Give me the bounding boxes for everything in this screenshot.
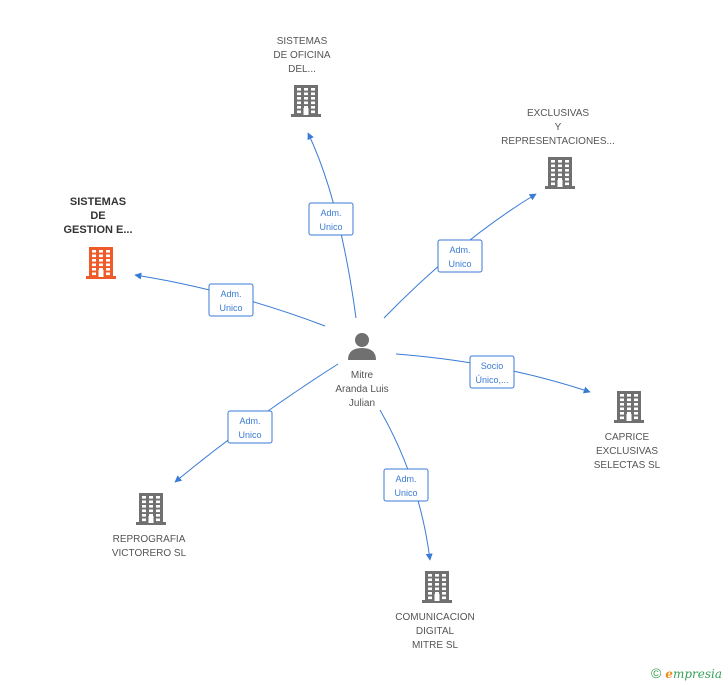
edge-oficina: Adm.Unico xyxy=(307,132,357,319)
edge-label-reprografia[interactable]: Adm.Unico xyxy=(227,410,273,444)
edge-label-comunicacion[interactable]: Adm.Unico xyxy=(383,468,429,502)
edge-label-box xyxy=(437,239,483,273)
edge-label-box xyxy=(469,355,515,389)
edge-label-text: Adm.Unico xyxy=(448,245,471,269)
person-icon[interactable] xyxy=(348,333,376,360)
brand-logo: empresia xyxy=(665,667,722,681)
edge-label-box xyxy=(308,202,354,236)
edge-label-gestion[interactable]: Adm.Unico xyxy=(208,283,254,317)
building-icon[interactable] xyxy=(614,391,644,423)
edge-exclusivas: Adm.Unico xyxy=(383,193,537,319)
edge-label-text: Adm.Unico xyxy=(238,416,261,440)
building-icon[interactable] xyxy=(422,571,452,603)
credit-badge[interactable]: ©empresia xyxy=(651,665,722,681)
edge-label-text: Adm.Unico xyxy=(394,474,417,498)
building-icon[interactable] xyxy=(86,247,116,279)
edge-label-oficina[interactable]: Adm.Unico xyxy=(308,202,354,236)
edge-label-box xyxy=(208,283,254,317)
building-icon[interactable] xyxy=(136,493,166,525)
building-icon[interactable] xyxy=(291,85,321,117)
edge-label-box xyxy=(383,468,429,502)
edge-comunicacion: Adm.Unico xyxy=(379,409,433,561)
edge-label-text: Adm.Unico xyxy=(319,208,342,232)
edge-label-box xyxy=(227,410,273,444)
copyright-icon: © xyxy=(650,665,662,681)
edge-label-text: Adm.Unico xyxy=(219,289,242,313)
edge-gestion: Adm.Unico xyxy=(134,272,326,327)
edge-reprografia: Adm.Unico xyxy=(174,363,339,483)
building-icon[interactable] xyxy=(545,157,575,189)
edge-label-exclusivas[interactable]: Adm.Unico xyxy=(437,239,483,273)
